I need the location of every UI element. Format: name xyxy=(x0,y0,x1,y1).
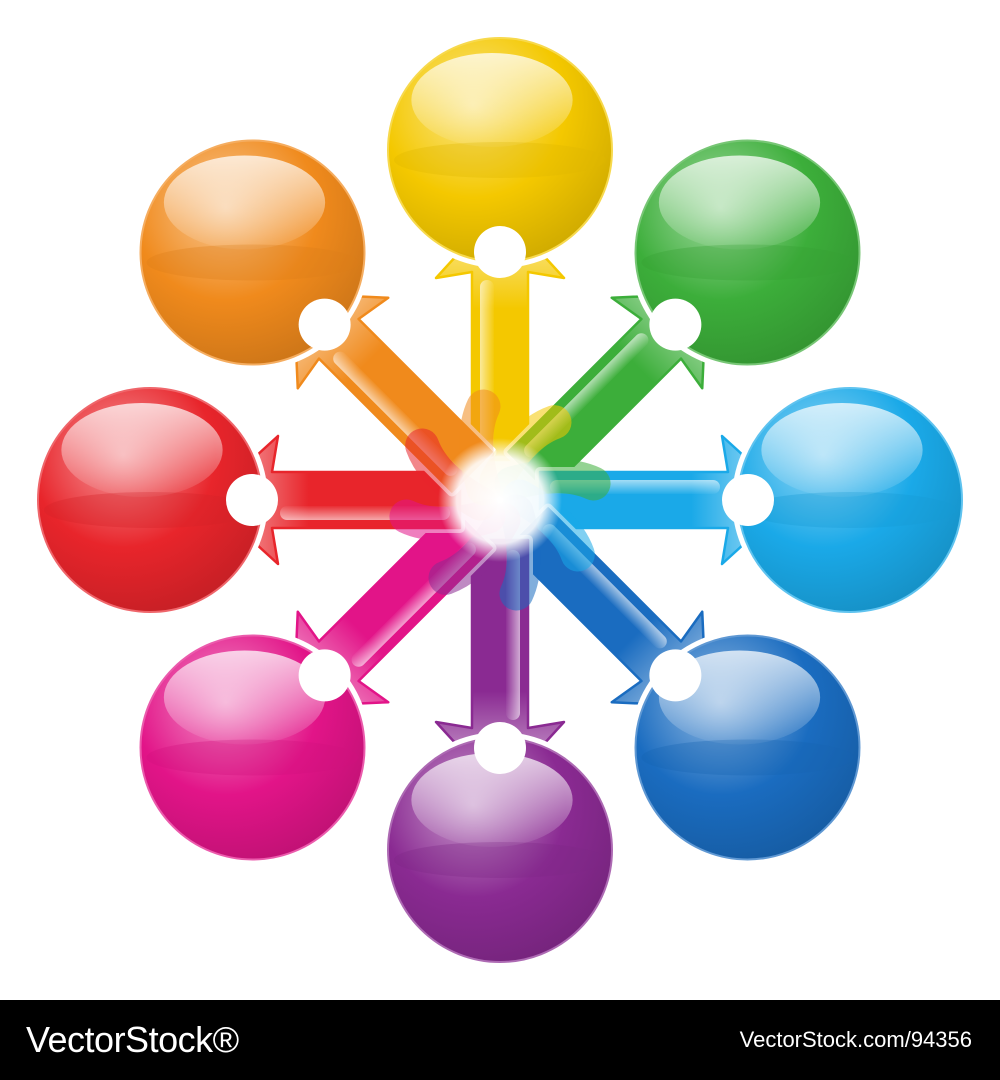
center-swirl xyxy=(389,389,611,611)
sphere-purple xyxy=(382,722,618,968)
sphere-orange xyxy=(134,134,371,371)
image-id-text: VectorStock.com/94356 xyxy=(739,1027,972,1052)
sphere-yellow xyxy=(382,32,618,278)
sphere-green xyxy=(629,134,866,371)
sphere-red xyxy=(32,382,278,618)
sphere-blue xyxy=(629,629,866,866)
watermark-footer: VectorStock® VectorStock.com/94356 xyxy=(0,1000,1000,1080)
sphere-cyan xyxy=(722,382,968,618)
sphere-magenta xyxy=(134,629,371,866)
radial-arrow-diagram xyxy=(32,32,968,968)
vectorstock-logo-text: VectorStock® xyxy=(26,1019,239,1060)
diagram-canvas xyxy=(32,32,968,968)
